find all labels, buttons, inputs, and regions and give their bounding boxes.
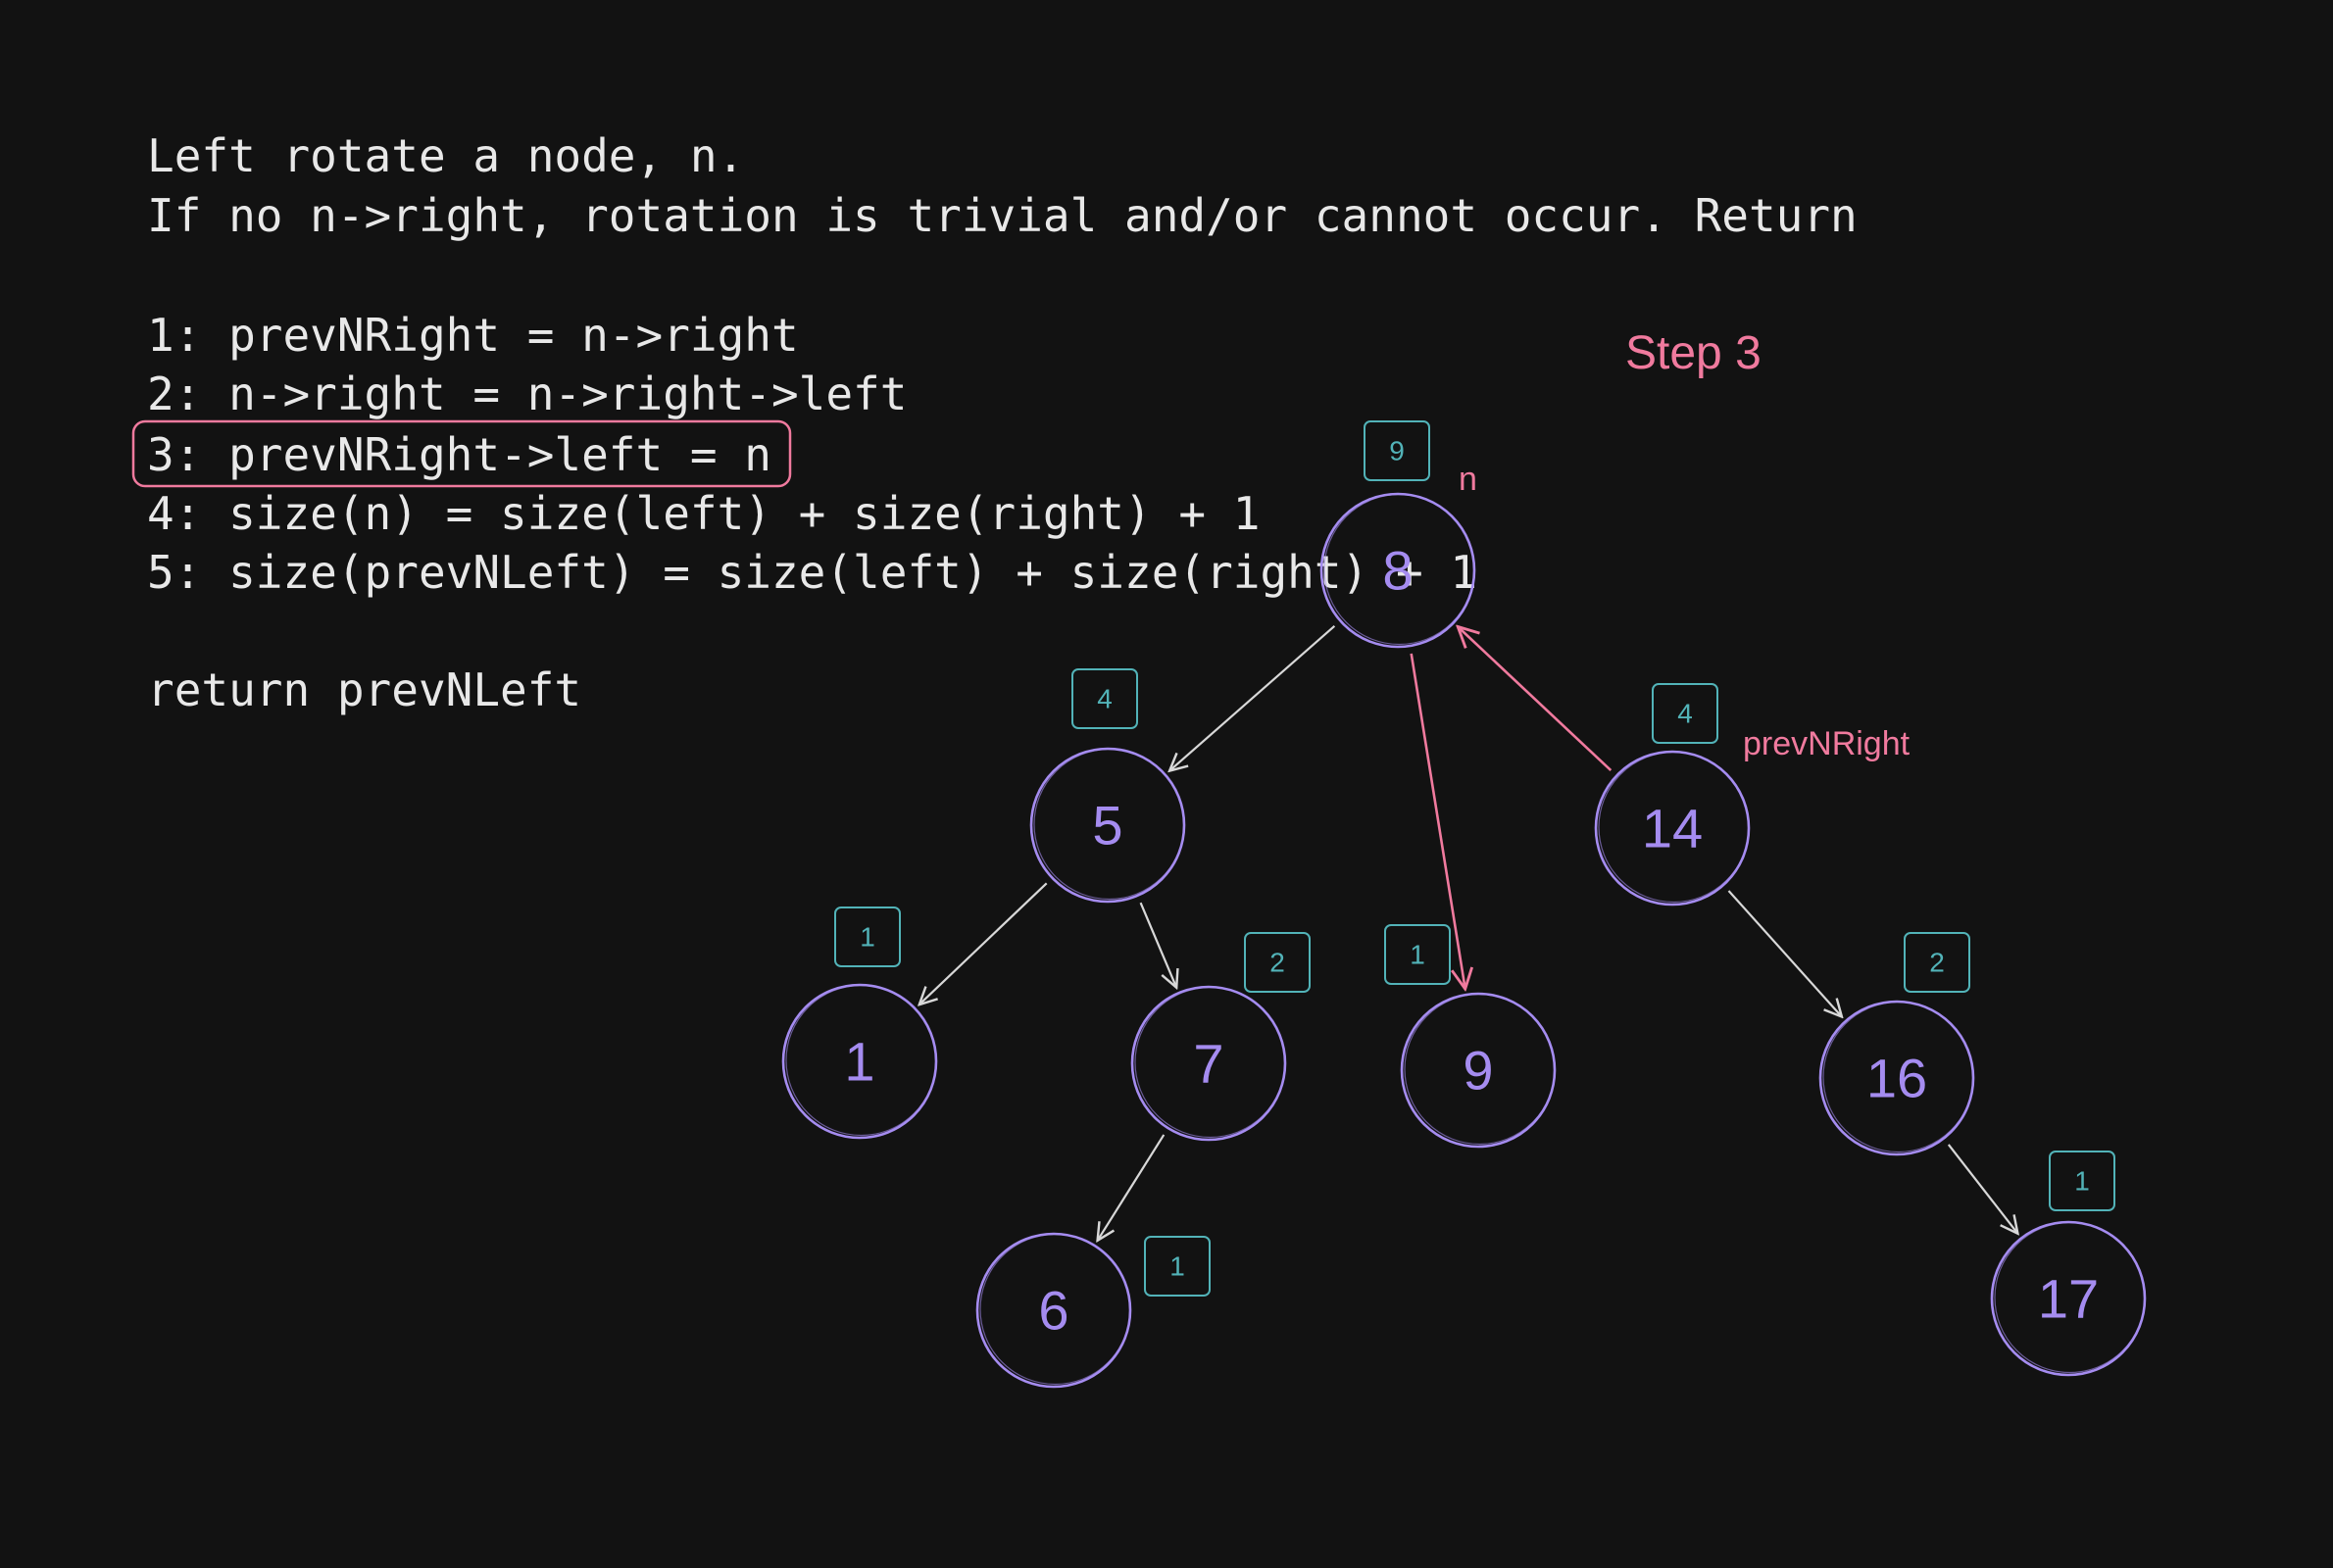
size-box — [1364, 420, 1430, 481]
edge-n7-to-n6 — [1098, 1134, 1166, 1241]
tree-node-5: 54 — [1029, 668, 1186, 904]
step-label: Step 3 — [1625, 327, 1762, 379]
node-circle-sketch — [1323, 493, 1475, 646]
size-box — [1244, 932, 1311, 993]
node-value: 16 — [1866, 1048, 1927, 1109]
edge-n8-to-n5 — [1169, 624, 1336, 771]
size-box — [1144, 1236, 1211, 1297]
node-circle-sketch — [979, 1233, 1131, 1386]
node-circle-sketch — [1994, 1221, 2146, 1374]
tree-node-1: 11 — [781, 906, 938, 1140]
node-circle-sketch — [1822, 1001, 1974, 1153]
edge-n14-to-n8 — [1458, 627, 1613, 772]
node-value: 17 — [2038, 1268, 2099, 1330]
size-value: 4 — [1097, 684, 1113, 714]
size-box — [1904, 932, 1970, 993]
code-line: Left rotate a node, n. — [147, 129, 744, 182]
tree-node-6: 61 — [975, 1232, 1211, 1389]
code-line: If no n->right, rotation is trivial and/… — [147, 189, 1858, 242]
edge-n14-to-n16 — [1727, 890, 1842, 1017]
node-circle-sketch — [785, 984, 937, 1137]
edge-n16-to-n17 — [1947, 1144, 2018, 1234]
size-box — [834, 906, 901, 967]
node-value: 5 — [1092, 795, 1122, 857]
size-value: 2 — [1269, 948, 1285, 978]
node-value: 14 — [1642, 798, 1703, 859]
highlighted-line-box — [131, 419, 792, 488]
edge-n5-to-n7 — [1139, 902, 1177, 988]
tree-node-16: 16 2 — [1818, 932, 1975, 1156]
size-box — [1384, 924, 1451, 985]
node-circle-sketch — [1033, 748, 1185, 901]
prevNRight-pointer-label: prevNRight — [1743, 725, 1911, 762]
size-value: 1 — [1169, 1251, 1185, 1282]
tree-node-7: 72 — [1130, 932, 1311, 1142]
size-value: 2 — [1929, 948, 1945, 978]
size-box — [1071, 668, 1138, 729]
tree-node-8: 89 — [1319, 420, 1476, 649]
node-circle-sketch — [1598, 751, 1750, 904]
size-value: 1 — [2074, 1166, 2090, 1197]
tree-node-14: 14 4 — [1594, 683, 1751, 906]
node-value: 1 — [844, 1031, 874, 1093]
code-block: Left rotate a node, n. If no n->right, r… — [131, 129, 1858, 716]
code-line: 4: size(n) = size(left) + size(right) + … — [147, 487, 1260, 540]
code-line: 1: prevNRight = n->right — [147, 309, 799, 362]
tree-node-9: 91 — [1384, 924, 1557, 1149]
code-line: 5: size(prevNLeft) = size(left) + size(r… — [147, 546, 1477, 599]
node-value: 7 — [1193, 1033, 1223, 1095]
node-circle-sketch — [1404, 993, 1556, 1146]
node-value: 9 — [1463, 1040, 1493, 1102]
size-box — [1652, 683, 1718, 744]
code-line-highlighted: 3: prevNRight->left = n — [147, 428, 771, 481]
tree-node-17: 17 1 — [1990, 1151, 2147, 1377]
n-pointer-label: n — [1459, 461, 1477, 498]
edge-n8-to-n9 — [1410, 653, 1465, 989]
node-value: 6 — [1038, 1280, 1068, 1342]
edges-layer — [919, 626, 2018, 1241]
size-value: 1 — [1410, 940, 1425, 970]
size-box — [2049, 1151, 2115, 1211]
size-value: 9 — [1389, 436, 1405, 466]
node-circle-sketch — [1134, 986, 1286, 1139]
node-value: 8 — [1382, 540, 1413, 602]
size-value: 1 — [860, 922, 875, 953]
size-value: 4 — [1677, 699, 1693, 729]
code-line: return prevNLeft — [147, 663, 581, 716]
code-line: 2: n->right = n->right->left — [147, 368, 907, 420]
edge-n5-to-n1 — [919, 882, 1048, 1004]
